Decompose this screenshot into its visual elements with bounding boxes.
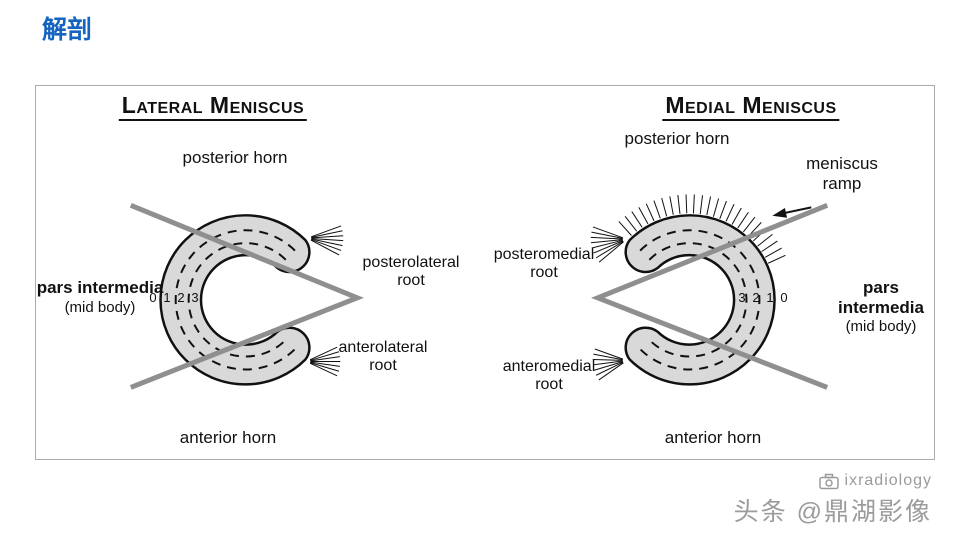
medial-meniscus-body bbox=[624, 214, 776, 386]
lateral-meniscus-zone-line-inner bbox=[187, 242, 287, 358]
zone-0: 0 bbox=[780, 290, 788, 305]
page-title: 解剖 bbox=[42, 16, 93, 44]
mid-body-text: (mid body) bbox=[64, 298, 136, 316]
label-anterolateral-root: anterolateral root bbox=[338, 339, 428, 375]
medial-meniscus-zone-line-inner bbox=[648, 242, 748, 358]
zone-1: 1 bbox=[163, 290, 171, 305]
mid-body-text: (mid body) bbox=[845, 318, 917, 336]
watermark: ixradiology 头条 @鼎湖影像 bbox=[734, 472, 932, 528]
zone-2: 2 bbox=[177, 290, 185, 305]
lateral-meniscus-zone-line-outer bbox=[174, 229, 296, 371]
camera-icon bbox=[818, 473, 839, 489]
label-anterior-horn-lateral: anterior horn bbox=[179, 428, 277, 447]
label-pars-intermedia-medial: pars intermedia (mid body) bbox=[826, 278, 936, 335]
posteromedial-root-fibers bbox=[590, 226, 624, 263]
medial-meniscus-zone-line-outer bbox=[639, 229, 761, 371]
slice-plane-line-right bbox=[591, 203, 829, 390]
label-posterior-horn-lateral: posterior horn bbox=[182, 148, 288, 167]
slice-plane-line-left bbox=[129, 203, 364, 390]
zone-1: 1 bbox=[766, 290, 774, 305]
posterolateral-root-fibers bbox=[310, 225, 344, 256]
meniscus-diagram-svg bbox=[129, 194, 829, 390]
anterolateral-root-fibers bbox=[309, 346, 341, 377]
zone-3: 3 bbox=[191, 290, 199, 305]
label-posterior-horn-medial: posterior horn bbox=[624, 129, 730, 148]
anatomy-figure-panel: Lateral Meniscus posterior horn posterol… bbox=[35, 85, 935, 460]
label-posteromedial-root: posteromedial root bbox=[493, 246, 595, 282]
anteromedial-root-fibers bbox=[592, 348, 624, 381]
zone-2: 2 bbox=[752, 290, 760, 305]
pars-intermedia-text: pars intermedia bbox=[838, 278, 924, 317]
zone-3: 3 bbox=[738, 290, 746, 305]
label-meniscus-ramp: meniscus ramp bbox=[806, 154, 878, 193]
label-anteromedial-root: anteromedial root bbox=[502, 358, 596, 394]
watermark-credit-text: 头条 @鼎湖影像 bbox=[733, 498, 932, 526]
zone-numbers-medial: 3 2 1 0 bbox=[735, 290, 791, 305]
label-posterolateral-root: posterolateral root bbox=[362, 254, 460, 290]
watermark-brand-line: ixradiology bbox=[734, 472, 932, 490]
zone-numbers-lateral: 0 1 2 3 bbox=[146, 290, 202, 305]
pars-intermedia-text: pars intermedia bbox=[36, 278, 164, 297]
label-pars-intermedia-lateral: pars intermedia (mid body) bbox=[36, 278, 164, 316]
meniscus-ramp-arrow-head bbox=[772, 207, 788, 218]
zone-0: 0 bbox=[149, 290, 157, 305]
lateral-meniscus-heading: Lateral Meniscus bbox=[118, 92, 308, 122]
label-anterior-horn-medial: anterior horn bbox=[664, 428, 762, 447]
medial-meniscus-heading: Medial Meniscus bbox=[662, 92, 840, 122]
watermark-brand-text: ixradiology bbox=[844, 472, 932, 489]
meniscus-ramp-hatch bbox=[618, 194, 786, 264]
